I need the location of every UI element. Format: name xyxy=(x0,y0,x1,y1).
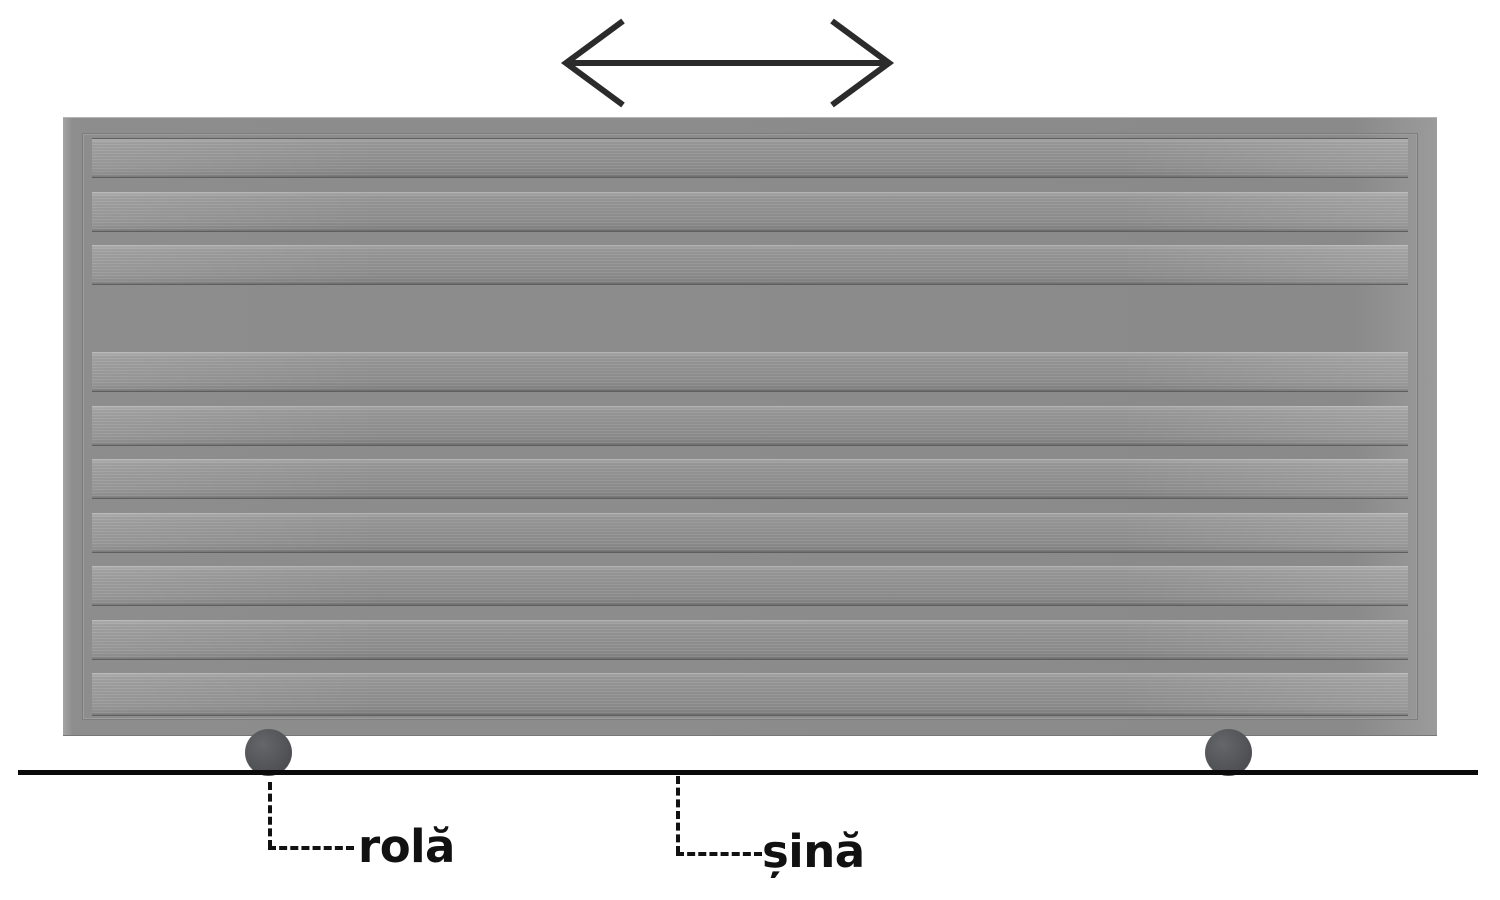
gate-slat xyxy=(92,192,1408,232)
callout-leader-roller-horizontal xyxy=(268,846,354,850)
callout-leader-rail-vertical xyxy=(676,776,680,854)
gate-slat xyxy=(92,566,1408,606)
gate-slat xyxy=(92,138,1408,178)
callout-leader-roller-vertical xyxy=(268,782,272,848)
arrow-head-left xyxy=(560,18,625,108)
ground-rail xyxy=(18,770,1478,775)
gate-slat xyxy=(92,620,1408,660)
gate-slat xyxy=(92,459,1408,499)
gate-slat-area xyxy=(92,138,1408,716)
callout-label-rail: șină xyxy=(762,825,865,878)
roller-left xyxy=(245,729,292,776)
gate-panel xyxy=(63,117,1437,736)
gate-slat xyxy=(92,245,1408,285)
callout-label-roller: rolă xyxy=(358,820,455,873)
roller-right xyxy=(1205,729,1252,776)
callout-leader-rail-horizontal xyxy=(676,852,762,856)
gate-slat xyxy=(92,138,1408,139)
gate-frame-inner-groove xyxy=(82,133,1418,720)
gate-slat xyxy=(92,352,1408,392)
arrow-head-right xyxy=(830,18,895,108)
gate-slat xyxy=(92,673,1408,716)
sliding-direction-arrow xyxy=(560,18,895,108)
gate-slat xyxy=(92,406,1408,446)
gate-slat xyxy=(92,513,1408,553)
